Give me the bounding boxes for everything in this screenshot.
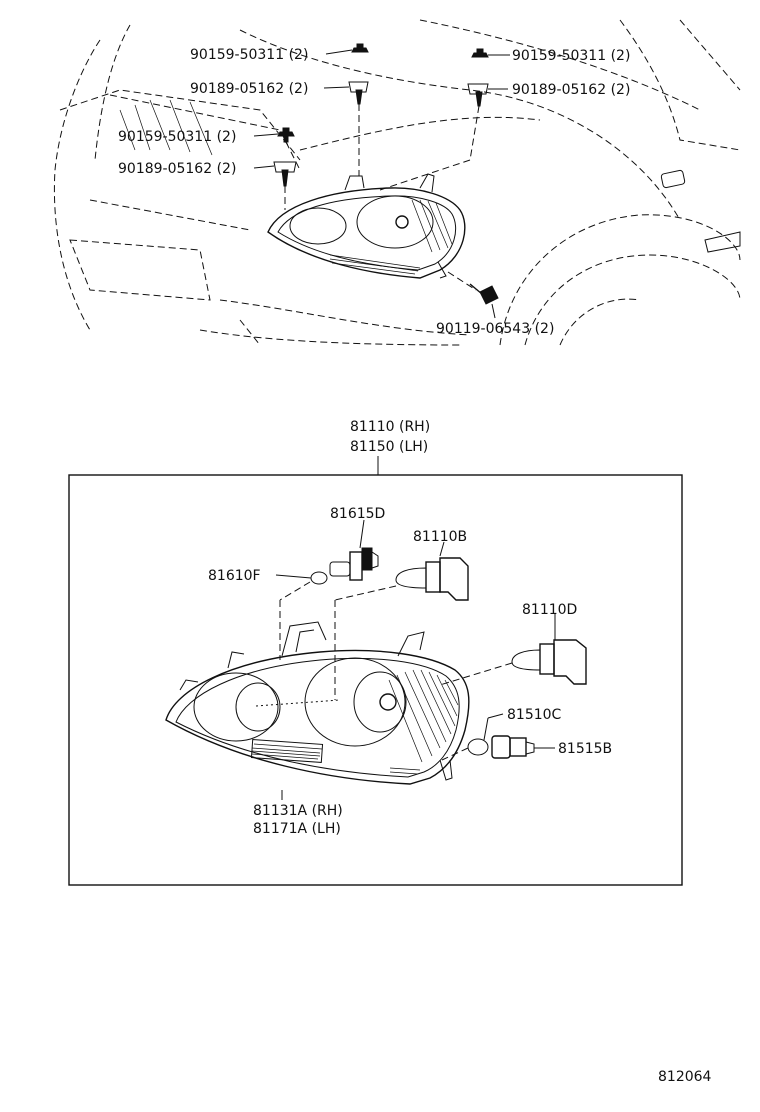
label-90159-50311-top-left: 90159-50311 (2) — [190, 47, 308, 63]
label-90119-06543: 90119-06543 (2) — [436, 321, 554, 337]
headlamp-installed-view — [267, 173, 466, 279]
label-81110D: 81110D — [522, 602, 577, 618]
label-81610F: 81610F — [208, 568, 261, 584]
bulb-81615D — [329, 547, 379, 581]
fastener-clip-3 — [273, 161, 297, 187]
assembly-box — [68, 474, 683, 886]
label-90159-50311-top-right: 90159-50311 (2) — [512, 48, 630, 64]
label-81110B: 81110B — [413, 529, 467, 545]
assembly-label-rh: 81110 (RH) — [350, 419, 430, 435]
bottom-leader-lines — [255, 519, 556, 800]
fastener-clip-2 — [467, 83, 489, 107]
label-90189-05162-top-left: 90189-05162 (2) — [190, 81, 308, 97]
label-90189-05162-top-right: 90189-05162 (2) — [512, 82, 630, 98]
headlamp-housing — [165, 621, 470, 785]
label-90189-05162-mid-left: 90189-05162 (2) — [118, 161, 236, 177]
bulb-81510C — [467, 738, 489, 756]
diagram-code: 812064 — [658, 1069, 712, 1085]
bulb-81110B — [395, 557, 469, 601]
fastener-clip-1 — [348, 81, 369, 105]
label-90159-50311-mid-left: 90159-50311 (2) — [118, 129, 236, 145]
assembly-label-lh: 81150 (LH) — [350, 439, 428, 455]
bulb-81110D — [511, 639, 587, 685]
lens-label-rh: 81131A (RH) — [253, 803, 343, 819]
fastener-screw-3 — [277, 127, 295, 143]
fastener-screw-2 — [471, 48, 489, 58]
label-81515B: 81515B — [558, 741, 612, 757]
label-81615D: 81615D — [330, 506, 385, 522]
bulb-81610F — [310, 571, 328, 585]
label-81510C: 81510C — [507, 707, 562, 723]
top-leader-lines — [253, 49, 510, 319]
fastener-bolt — [469, 283, 499, 305]
fastener-screw-1 — [351, 43, 369, 53]
car-front-outline — [53, 19, 741, 346]
lens-label-lh: 81171A (LH) — [253, 821, 341, 837]
socket-81515B — [491, 735, 535, 759]
